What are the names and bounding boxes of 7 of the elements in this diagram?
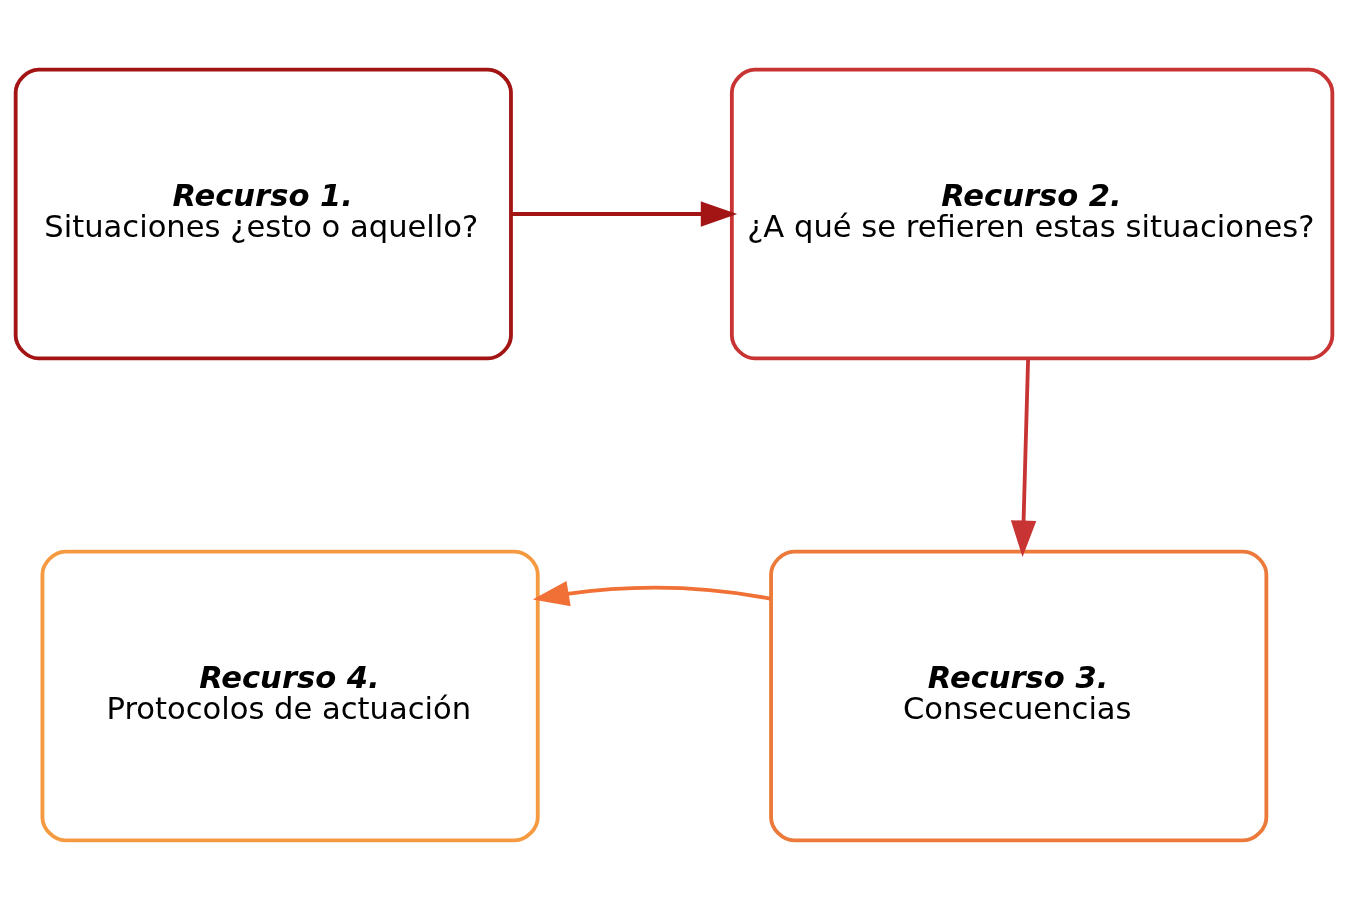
node-box: Recurso 2. ¿A qué se refieren estas situaciones? — [729, 67, 1335, 360]
arrow — [532, 580, 771, 606]
node-box: Recurso 1. Situaciones ¿esto o aquello? — [13, 67, 513, 360]
node-box: Recurso 3. Consecuencias — [769, 549, 1269, 842]
arrow — [511, 200, 738, 227]
node-box: Recurso 4. Protocolos de actuación — [40, 549, 540, 842]
arrow — [1010, 358, 1037, 557]
